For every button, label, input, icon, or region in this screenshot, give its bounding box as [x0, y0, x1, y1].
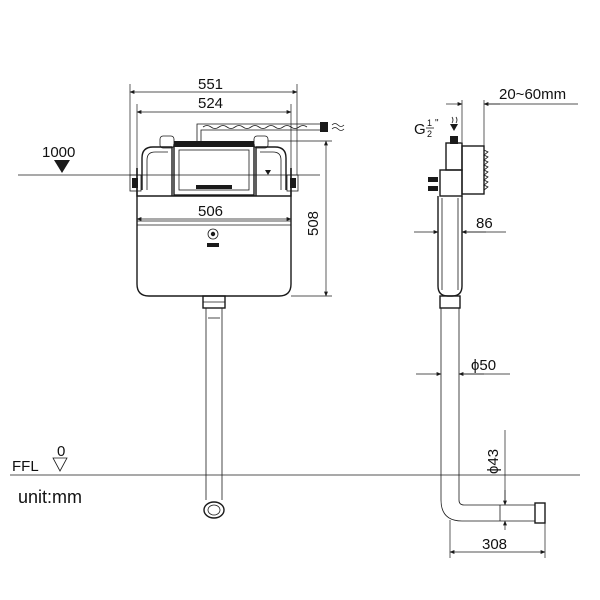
frame-left-inner — [146, 151, 168, 190]
front-view — [129, 122, 345, 519]
floor-level-label: FFL — [12, 458, 39, 475]
flush-button-icon — [207, 228, 219, 240]
opening-top-bar — [174, 141, 254, 147]
bracket-left-fill — [132, 178, 138, 188]
level-triangle-filled-icon — [54, 160, 70, 173]
side-view — [428, 116, 546, 524]
pipe-outlet-inner — [207, 504, 221, 516]
unit-note: unit:mm — [18, 487, 82, 507]
service-opening-inner — [178, 149, 250, 191]
dim-508: 508 — [305, 211, 322, 236]
wall-plate — [461, 145, 485, 195]
dim-506: 506 — [198, 203, 223, 220]
side-valve-housing — [445, 142, 463, 171]
inlet-den: 2 — [427, 129, 432, 139]
mount-tab-left — [159, 135, 175, 149]
dim-phi-43: ϕ43 — [485, 449, 502, 474]
side-outlet-end — [534, 502, 546, 524]
side-upper-box — [439, 169, 463, 197]
side-fitting-top — [428, 177, 438, 182]
dim-phi-50: ϕ50 — [471, 357, 496, 374]
level-triangle-outline-icon — [52, 457, 68, 472]
side-inlet-valve — [450, 136, 458, 144]
inlet-g: G — [414, 121, 426, 138]
wall-plate-thread — [483, 149, 489, 191]
opening-bottom-detail — [196, 185, 232, 189]
dim-524: 524 — [198, 95, 223, 112]
water-supply-icon — [331, 123, 345, 131]
inlet-arrow-icon — [450, 124, 458, 131]
inlet-thread-label: G 1 2 " — [414, 118, 439, 139]
flush-button-dot — [210, 231, 216, 237]
pipe-outlet-end — [203, 501, 225, 519]
dim-20-60: 20~60mm — [499, 86, 566, 103]
inlet-hose — [196, 123, 320, 142]
hose-braid — [202, 125, 308, 129]
side-fitting-bottom — [428, 186, 438, 191]
bracket-right-fill — [290, 178, 296, 188]
frame-right-inner — [260, 151, 282, 190]
inlet-unit: " — [435, 118, 439, 129]
frame-right-rail — [255, 146, 287, 196]
level-marker-icon — [265, 170, 271, 175]
install-height-label: 1000 — [42, 144, 75, 161]
dim-551: 551 — [198, 76, 223, 93]
flush-label-plate — [207, 243, 219, 247]
dim-308: 308 — [482, 536, 507, 553]
dim-86: 86 — [476, 215, 493, 232]
mount-tab-right — [253, 135, 269, 149]
inlet-num: 1 — [427, 118, 432, 128]
floor-level-value: 0 — [57, 443, 65, 460]
side-outlet-coupling — [439, 295, 461, 309]
frame-left-rail — [141, 146, 173, 196]
side-bend-outer — [440, 499, 535, 522]
hose-connector — [320, 122, 328, 132]
side-bend-inner — [458, 499, 535, 506]
inlet-water-icon — [451, 116, 458, 124]
